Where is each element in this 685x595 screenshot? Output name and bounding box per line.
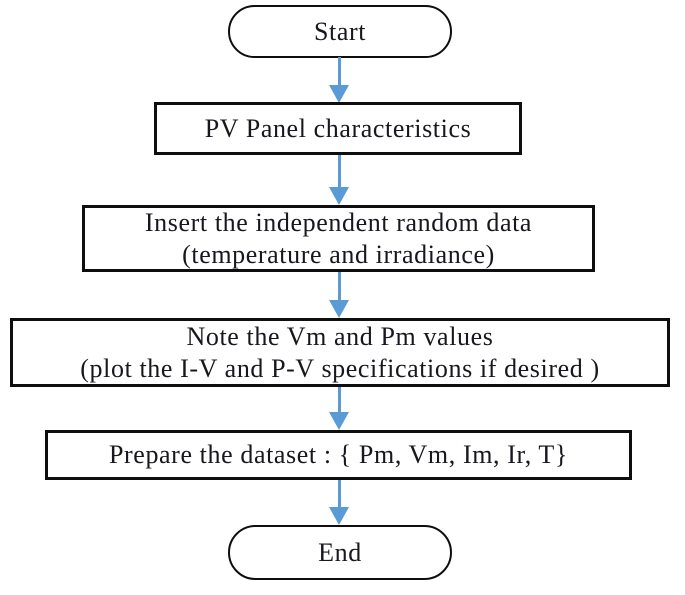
arrow-down-icon: [329, 480, 349, 525]
arrow-head: [329, 187, 349, 205]
arrow-head: [329, 507, 349, 525]
process-insert-random-data: Insert the independent random data (temp…: [82, 205, 595, 272]
arrow-down-icon: [329, 57, 349, 103]
arrow-down-icon: [329, 387, 349, 430]
process-text-line: Insert the independent random data: [144, 207, 533, 237]
start-label: Start: [313, 16, 367, 46]
arrow-stem: [337, 155, 341, 187]
process-prepare-dataset: Prepare the dataset : { Pm, Vm, Im, Ir, …: [45, 430, 632, 480]
arrow-down-icon: [329, 272, 349, 318]
process-text-line: (plot the I-V and P-V specifications if …: [80, 353, 600, 383]
process-note-vm-pm-values: Note the Vm and Pm values (plot the I-V …: [10, 318, 670, 387]
arrow-head: [329, 300, 349, 318]
arrow-stem: [337, 387, 341, 412]
start-terminator-node: Start: [228, 5, 452, 58]
process-text-line: Prepare the dataset : { Pm, Vm, Im, Ir, …: [108, 440, 568, 470]
arrow-stem: [337, 480, 341, 507]
arrow-head: [329, 85, 349, 103]
process-text-line: PV Panel characteristics: [204, 113, 472, 143]
arrow-stem: [337, 57, 341, 85]
arrow-head: [329, 412, 349, 430]
end-label: End: [318, 537, 362, 567]
process-text-line: Note the Vm and Pm values: [186, 321, 494, 351]
arrow-stem: [337, 272, 341, 300]
process-text-line: (temperature and irradiance): [182, 239, 495, 269]
process-pv-panel-characteristics: PV Panel characteristics: [154, 102, 522, 155]
end-terminator-node: End: [228, 525, 452, 580]
arrow-down-icon: [329, 155, 349, 205]
